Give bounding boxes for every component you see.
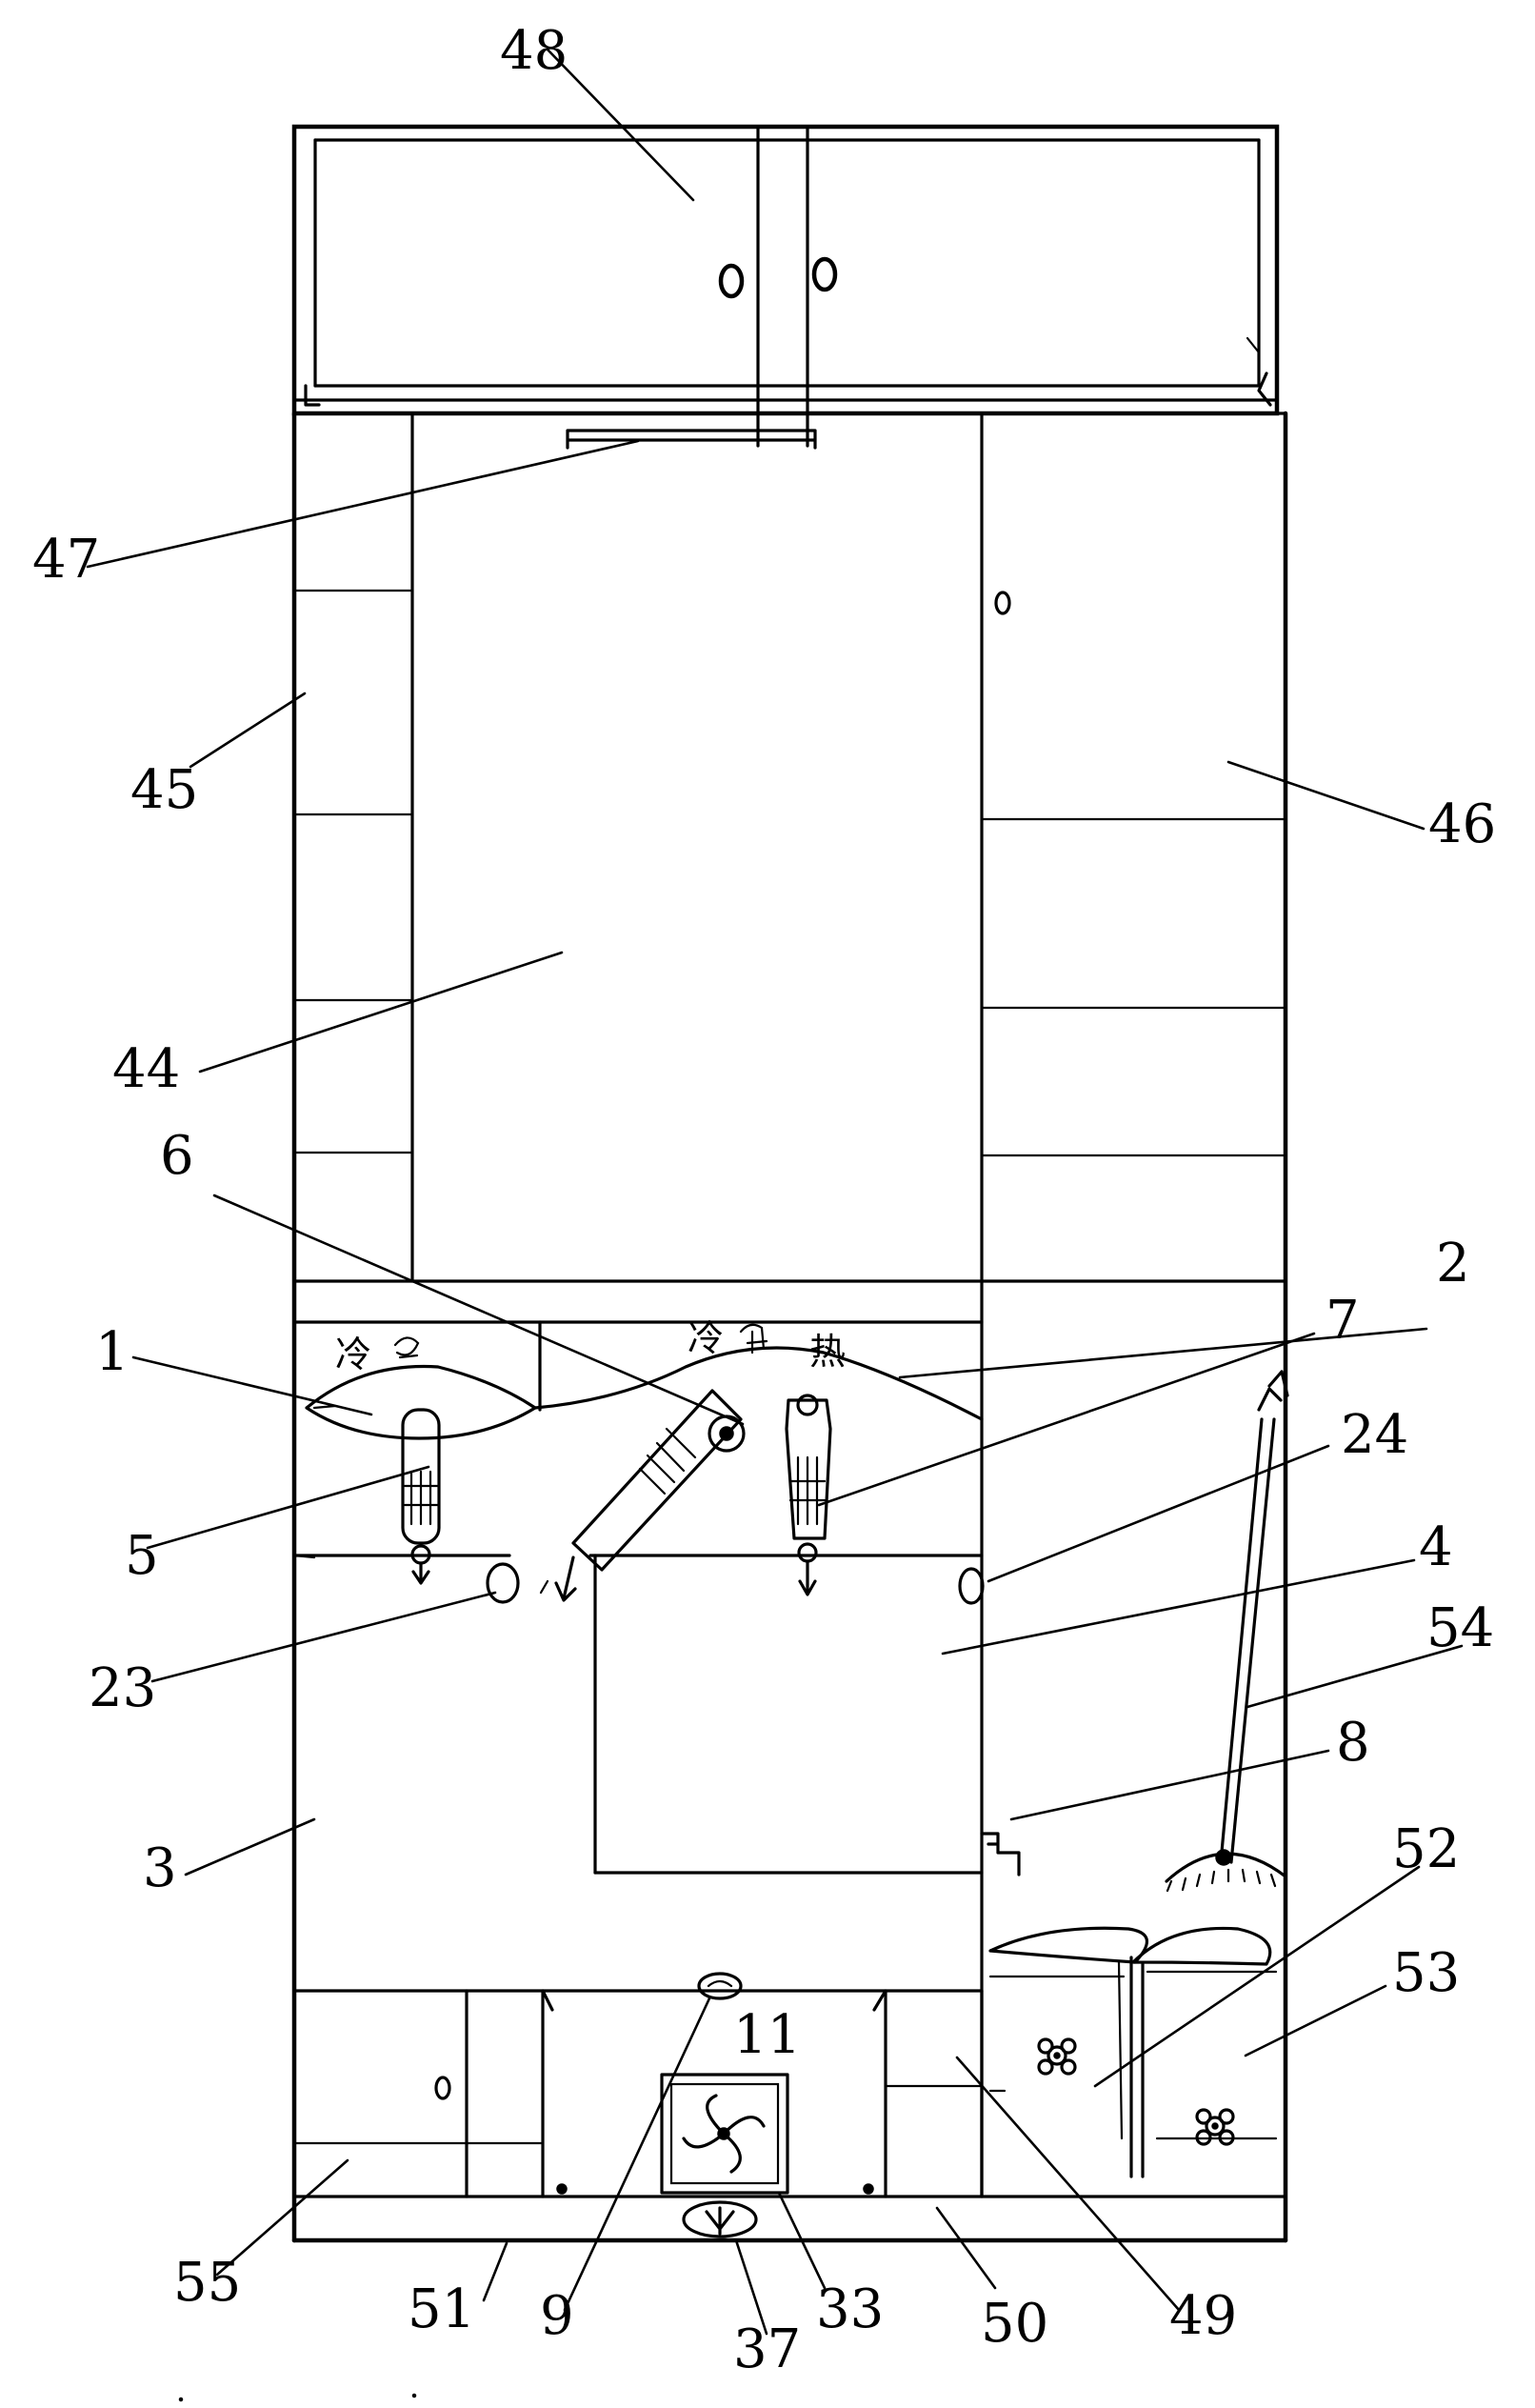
label-55: 55 xyxy=(173,2252,241,2314)
label-1: 1 xyxy=(95,1321,130,1383)
shower-head-6 xyxy=(554,1389,746,1602)
vent-37 xyxy=(682,2200,758,2238)
flower-52 xyxy=(1037,2037,1077,2076)
label-46: 46 xyxy=(1428,793,1496,855)
nozzle-23 xyxy=(486,1562,520,1604)
shoe-bags xyxy=(988,1926,1278,2178)
shower-hose-7 xyxy=(785,1394,832,1596)
label-53: 53 xyxy=(1392,1942,1460,2004)
label-11: 11 xyxy=(733,2004,801,2066)
label-8: 8 xyxy=(1336,1712,1370,1774)
door-knob-right xyxy=(811,256,838,292)
label-51: 51 xyxy=(408,2278,475,2340)
drain-9-11 xyxy=(697,1972,743,2000)
mark-cold-left: 冷 xyxy=(335,1334,371,1375)
fan-33 xyxy=(660,2073,789,2195)
stray-dot xyxy=(178,2397,184,2402)
label-33: 33 xyxy=(816,2278,884,2340)
label-3: 3 xyxy=(143,1837,177,1899)
label-54: 54 xyxy=(1426,1597,1494,1659)
label-52: 52 xyxy=(1392,1818,1460,1880)
label-2: 2 xyxy=(1436,1233,1470,1294)
door-knob-55 xyxy=(434,2076,451,2100)
label-47: 47 xyxy=(32,529,100,591)
stray-dot xyxy=(411,2393,417,2398)
hanger-rail xyxy=(566,429,817,450)
label-24: 24 xyxy=(1341,1404,1408,1466)
faucet-8 xyxy=(980,1832,1021,1876)
reference-numerals: 48 47 45 46 44 6 1 2 7 5 24 4 23 54 8 3 … xyxy=(32,20,1496,2380)
mark-cold-right: 冷 xyxy=(688,1317,724,1359)
label-7: 7 xyxy=(1326,1290,1360,1352)
top-cabinet xyxy=(291,124,1280,450)
water-bag-1 xyxy=(305,1364,537,1440)
cabinet-body xyxy=(291,411,1288,2243)
label-37: 37 xyxy=(733,2318,801,2380)
label-49: 49 xyxy=(1169,2285,1237,2347)
label-4: 4 xyxy=(1419,1516,1453,1578)
label-50: 50 xyxy=(981,2293,1048,2355)
leader-lines xyxy=(86,48,1464,2336)
water-bag-2 xyxy=(533,1346,984,1421)
label-44: 44 xyxy=(112,1038,180,1100)
shower-hose-5 xyxy=(401,1408,441,1585)
flower-53 xyxy=(1195,2108,1235,2146)
mop-54 xyxy=(1165,1370,1289,1893)
lower-storage xyxy=(292,1926,1278,2238)
label-45: 45 xyxy=(130,759,198,821)
label-6: 6 xyxy=(160,1125,194,1187)
label-48: 48 xyxy=(500,20,568,82)
label-5: 5 xyxy=(125,1525,159,1587)
door-knob-46 xyxy=(994,591,1011,615)
upper-compartments xyxy=(292,411,1287,1324)
door-knob-left xyxy=(718,263,745,299)
wash-zone: 冷 冷 热 xyxy=(292,1279,985,2198)
label-23: 23 xyxy=(89,1657,156,1719)
nozzle-24 xyxy=(958,1567,985,1605)
scribble-left xyxy=(393,1336,420,1359)
label-9: 9 xyxy=(540,2285,574,2347)
